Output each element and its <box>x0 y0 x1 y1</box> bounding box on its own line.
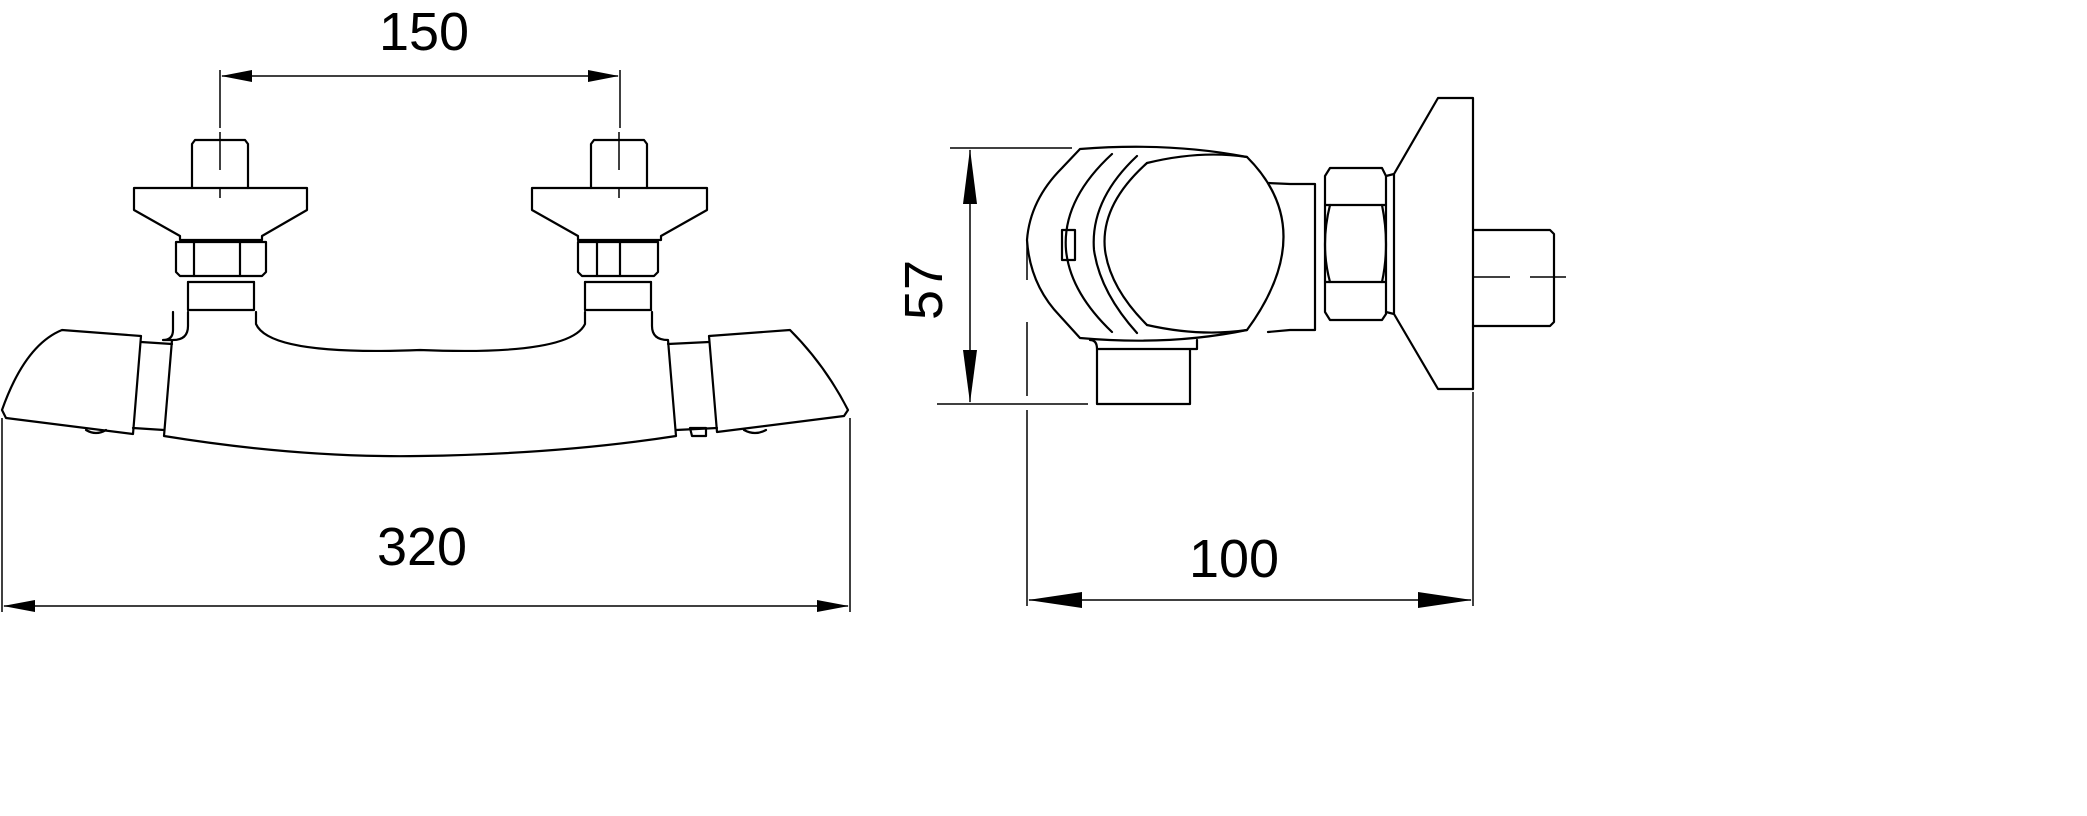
left-inlet-connector <box>132 132 309 312</box>
inlet-pipe <box>1471 228 1556 328</box>
escutcheon <box>1384 96 1475 391</box>
left-handle <box>0 328 143 436</box>
outlet-spout <box>1088 338 1199 406</box>
dimension-320: 320 <box>1 418 851 612</box>
dimension-57: 57 <box>894 147 1088 405</box>
front-view: 150 320 <box>0 2 851 612</box>
right-inlet-connector <box>530 132 709 312</box>
dimension-label-150: 150 <box>379 2 469 62</box>
right-handle <box>707 328 850 434</box>
nut <box>1323 166 1388 322</box>
dimension-150: 150 <box>219 2 621 128</box>
dimension-label-100: 100 <box>1189 529 1279 589</box>
handle-side <box>1025 145 1285 342</box>
body-block <box>1266 181 1317 334</box>
side-view: 57 100 <box>894 96 1566 608</box>
mixer-body <box>161 310 678 458</box>
dimension-label-57: 57 <box>894 260 954 320</box>
dimension-label-320: 320 <box>377 517 467 577</box>
dimension-100: 100 <box>1026 392 1474 608</box>
